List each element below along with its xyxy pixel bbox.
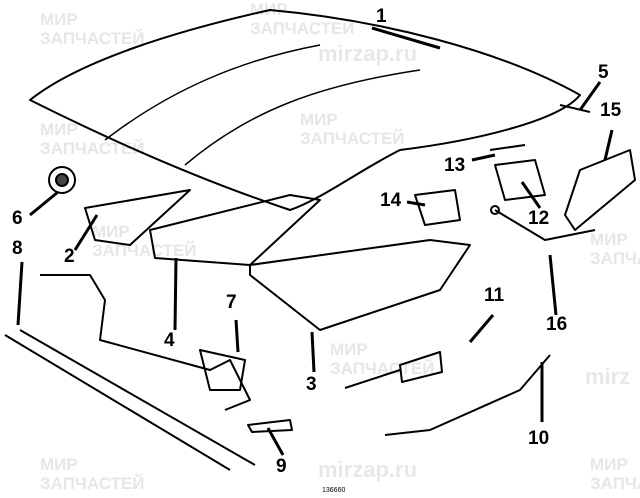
hinge-7: [199, 349, 246, 391]
callout-15: 15: [600, 100, 622, 121]
latch-15: [564, 149, 636, 231]
insulator-4: [149, 194, 321, 266]
callout-4: 4: [164, 330, 175, 351]
callout-11: 11: [484, 285, 505, 306]
latch-12: [494, 159, 546, 201]
striker-13: [489, 144, 526, 151]
latch-9: [247, 419, 293, 433]
watermark-site: mirzap.ru: [318, 41, 418, 66]
callout-3: 3: [306, 374, 317, 395]
insulator-3: [249, 239, 471, 331]
callout-1: 1: [376, 6, 387, 27]
lock-14: [414, 189, 461, 226]
leader-lines: [16, 26, 614, 456]
watermark-site: mirzap.ru: [318, 457, 418, 482]
callout-7: 7: [226, 292, 237, 313]
hinge-8-rod: [4, 329, 256, 471]
callout-16: 16: [546, 314, 568, 335]
callout-12: 12: [528, 208, 550, 229]
watermark-site: mirz: [585, 364, 631, 389]
callout-13: 13: [444, 155, 466, 176]
callout-8: 8: [12, 238, 23, 259]
hood-crease: [104, 44, 421, 166]
diagram-code: 136660: [322, 487, 346, 494]
callout-2: 2: [64, 246, 75, 267]
seal-5: [559, 104, 591, 113]
callout-10: 10: [528, 428, 550, 449]
strut-11: [344, 351, 443, 389]
callout-14: 14: [380, 190, 402, 211]
callout-9: 9: [276, 456, 287, 477]
callout-5: 5: [598, 62, 609, 83]
emblem: [48, 166, 76, 194]
hood: [29, 9, 581, 211]
insulator-2: [84, 189, 191, 246]
prop-rod-10: [384, 354, 551, 436]
cable-16: [494, 209, 596, 241]
callout-6: 6: [12, 208, 23, 229]
hinge-bracket: [40, 274, 251, 411]
